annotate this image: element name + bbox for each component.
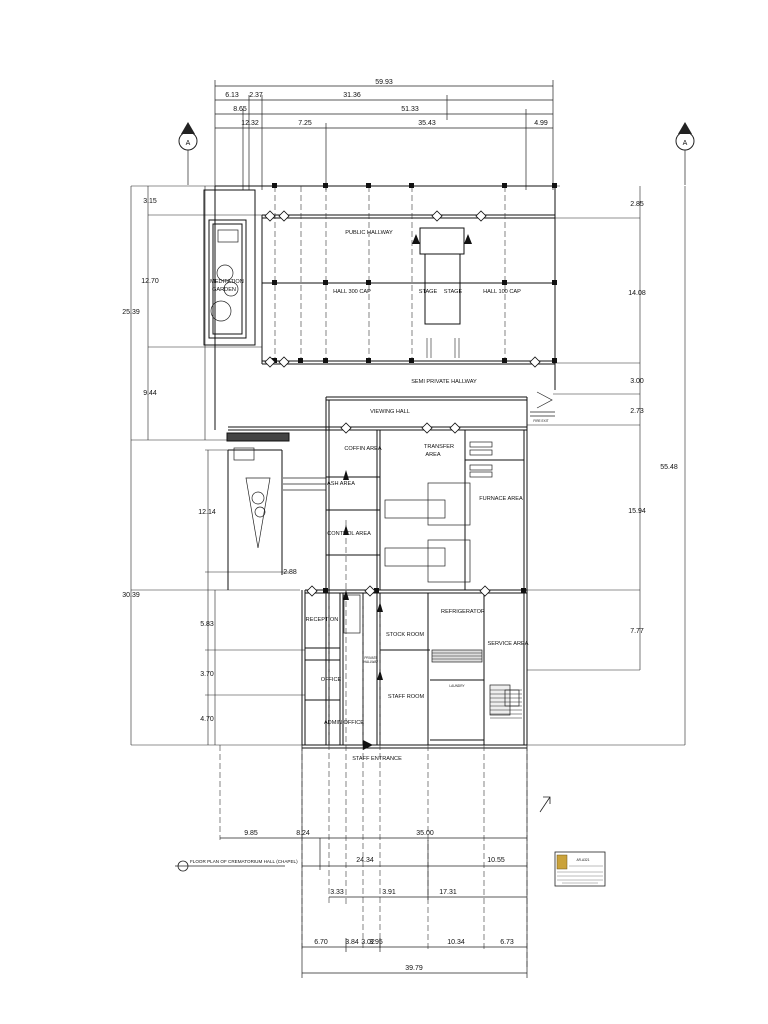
walls <box>203 185 556 749</box>
label-transfer-area: AREA <box>425 452 441 458</box>
label-coffin-area: COFFIN AREA <box>344 446 382 452</box>
dim-left-25-39: 25.39 <box>122 309 140 316</box>
label-hall-300: HALL 300 CAP <box>333 289 371 295</box>
label-staff-room: STAFF ROOM <box>388 694 425 700</box>
dim-top-7-25: 7.25 <box>298 120 312 127</box>
label-office: OFFICE <box>321 677 342 683</box>
label-meditation: MEDITATION <box>210 279 244 285</box>
section-marker-left: A <box>178 122 198 185</box>
dim-top-6-13: 6.13 <box>225 92 239 99</box>
dim-right-2-85: 2.85 <box>630 201 644 208</box>
dim-right-14-08: 14.08 <box>628 290 646 297</box>
label-admin-office: ADMIN OFFICE <box>324 720 364 726</box>
label-public-hallway: PUBLIC HALLWAY <box>345 230 393 236</box>
extension-lines <box>130 185 686 746</box>
label-viewing-hall: VIEWING HALL <box>370 409 410 415</box>
dim-left-4-70: 4.70 <box>200 716 214 723</box>
flow-arrows <box>343 234 472 750</box>
dim-top-overall: 59.93 <box>375 79 393 86</box>
label-service-area: SERVICE AREA <box>488 641 529 647</box>
label-laundry: LAUNDRY <box>449 684 465 688</box>
dim-top-4-99: 4.99 <box>534 120 548 127</box>
dim-bottom-3-84: 3.84 <box>345 939 359 946</box>
dim-top-31-36: 31.36 <box>343 92 361 99</box>
dim-right-3-00: 3.00 <box>630 378 644 385</box>
label-reception: RECEPTION <box>306 617 339 623</box>
dim-left-12-70: 12.70 <box>141 278 159 285</box>
label-hall-100: HALL 100 CAP <box>483 289 521 295</box>
dim-top-51-33: 51.33 <box>401 106 419 113</box>
caption-title: FLOOR PLAN OF CREMATORIUM HALL (CHAPEL) <box>190 859 298 864</box>
label-semi-private-hallway: SEMI PRIVATE HALLWAY <box>411 379 477 385</box>
section-marker-right: A <box>675 122 695 185</box>
dim-right-55-48: 55.48 <box>660 464 678 471</box>
label-private: PRIVATE <box>364 656 377 660</box>
label-garden: GARDEN <box>212 287 236 293</box>
dim-bottom-17-31: 17.31 <box>439 889 457 896</box>
logo-icon <box>556 854 568 870</box>
label-refrigerator: REFRIGERATOR <box>441 609 485 615</box>
label-furnace-area: FURNACE AREA <box>479 496 523 502</box>
title-block: AR-A321 <box>554 851 606 887</box>
top-dimensions <box>214 80 554 190</box>
dim-bottom-6-73: 6.73 <box>500 939 514 946</box>
columns <box>272 183 557 593</box>
label-staff-entrance: STAFF ENTRANCE <box>352 756 402 762</box>
dim-bottom-overall: 39.79 <box>405 965 423 972</box>
dim-left-3-15: 3.15 <box>143 198 157 205</box>
dim-left-5-83: 5.83 <box>200 621 214 628</box>
bottom-dimensions <box>220 745 528 978</box>
section-marker-letter: A <box>683 140 688 147</box>
dim-left-30-39: 30.39 <box>122 592 140 599</box>
dim-bottom-3-33: 3.33 <box>330 889 344 896</box>
label-control-area: CONTROL AREA <box>327 531 371 537</box>
north-arrow-icon <box>539 796 551 813</box>
dim-bottom-8-24: 8.24 <box>296 830 310 837</box>
stairs <box>426 338 522 719</box>
dim-bottom-10-34: 10.34 <box>447 939 465 946</box>
dim-bottom-3-95: 3.95 <box>369 939 383 946</box>
label-fire-exit: FIRE EXIT <box>533 419 548 423</box>
dim-ramp-2-88: 2.88 <box>283 569 297 576</box>
label-stage-1: STAGE <box>419 289 438 295</box>
dim-top-12-32: 12.32 <box>241 120 259 127</box>
door-symbols <box>264 210 541 597</box>
dim-left-3-70: 3.70 <box>200 671 214 678</box>
dim-left-12-14: 12.14 <box>198 509 216 516</box>
label-stock-room: STOCK ROOM <box>386 632 424 638</box>
title-block-sheet: AR-A321 <box>577 858 590 862</box>
drawing-caption: FLOOR PLAN OF CREMATORIUM HALL (CHAPEL) <box>175 859 298 872</box>
dim-bottom-6-70: 6.70 <box>314 939 328 946</box>
dim-right-2-73: 2.73 <box>630 408 644 415</box>
dim-bottom-3-91: 3.91 <box>382 889 396 896</box>
dim-top-2-37: 2.37 <box>249 92 263 99</box>
dim-bottom-35-00: 35.00 <box>416 830 434 837</box>
dim-bottom-10-55: 10.55 <box>487 857 505 864</box>
label-transfer: TRANSFER <box>424 444 454 450</box>
dim-right-15-94: 15.94 <box>628 508 646 515</box>
label-stage-2: STAGE <box>444 289 463 295</box>
dim-top-8-65: 8.65 <box>233 106 247 113</box>
dim-bottom-9-85: 9.85 <box>244 830 258 837</box>
label-hallway: HALLWAY <box>364 660 380 664</box>
dim-right-7-77: 7.77 <box>630 628 644 635</box>
structural-grid <box>219 186 528 970</box>
dim-top-35-43: 35.43 <box>418 120 436 127</box>
dim-bottom-24-34: 24.34 <box>356 857 374 864</box>
dim-left-9-44: 9.44 <box>143 390 157 397</box>
label-ash-area: ASH AREA <box>327 481 355 487</box>
dim-bottom-3-02: 3.02 <box>361 939 375 946</box>
section-marker-letter: A <box>186 140 191 147</box>
